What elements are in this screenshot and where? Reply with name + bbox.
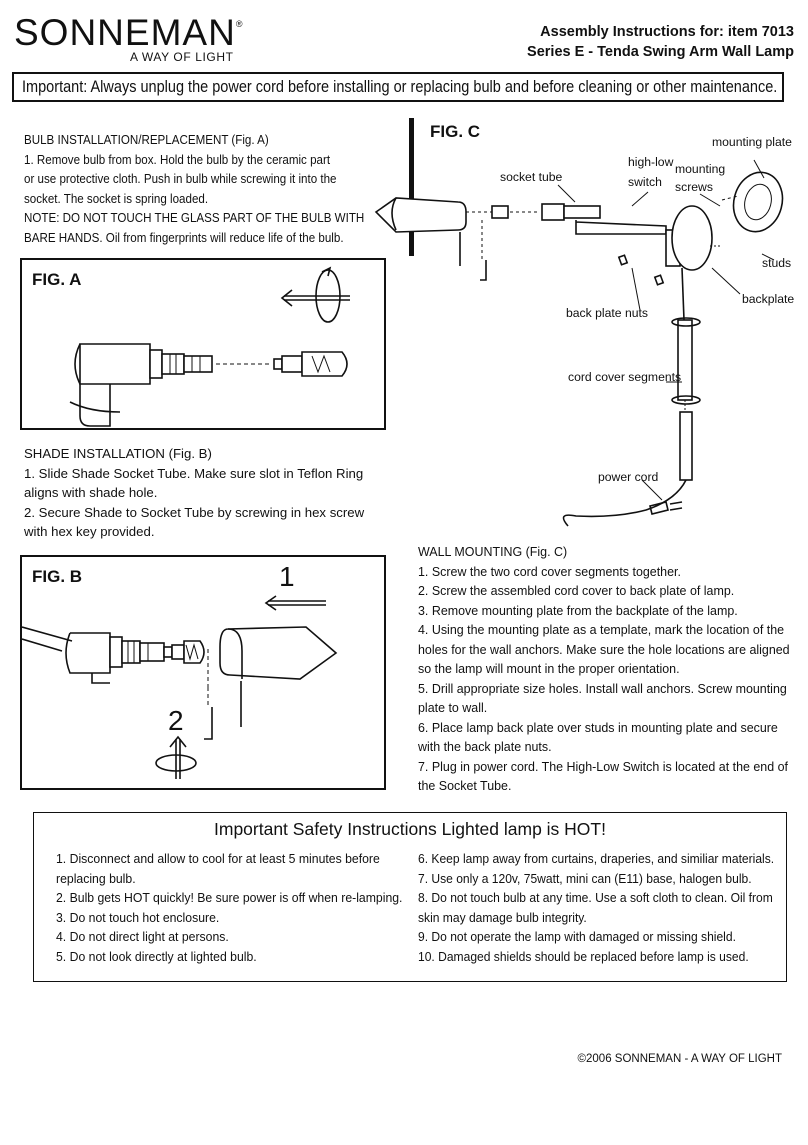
callout-mounting-plate: mounting plate — [712, 135, 792, 149]
wall-line: 3. Remove mounting plate from the backpl… — [418, 602, 738, 618]
fig-c-label: FIG. C — [430, 122, 481, 141]
wall-line: holes for the wall anchors. Make sure th… — [418, 641, 790, 657]
registered-mark: ® — [235, 19, 244, 29]
bulb-line: socket. The socket is spring loaded. — [24, 190, 209, 206]
safety-item: 1. Disconnect and allow to cool for at l… — [56, 851, 380, 866]
safety-item: 3. Do not touch hot enclosure. — [56, 909, 220, 925]
bulb-line: NOTE: DO NOT TOUCH THE GLASS PART OF THE… — [24, 210, 365, 225]
wall-line: 4. Using the mounting plate as a templat… — [418, 622, 785, 637]
fig-c-illustration — [374, 159, 784, 527]
callout-studs: studs — [762, 256, 792, 270]
wall-title: WALL MOUNTING (Fig. C) — [418, 544, 568, 559]
safety-item: 10. Damaged shields should be replaced b… — [418, 948, 749, 964]
shade-line: 1. Slide Shade Socket Tube. Make sure sl… — [24, 465, 364, 481]
safety-item: replacing bulb. — [56, 870, 136, 886]
wall-line: 5. Drill appropriate size holes. Install… — [418, 680, 787, 696]
step-1-number: 1 — [279, 561, 295, 592]
brand-tagline: A WAY OF LIGHT — [130, 50, 234, 64]
safety-box: Important Safety Instructions Lighted la… — [33, 812, 787, 982]
shade-line: aligns with shade hole. — [24, 485, 158, 500]
callout-mounting: mounting — [675, 162, 726, 176]
safety-item: skin may damage bulb integrity. — [418, 909, 587, 925]
wall-line: 1. Screw the two cord cover segments tog… — [418, 563, 681, 579]
wall-line: 6. Place lamp back plate over studs in m… — [418, 719, 778, 735]
safety-item: 7. Use only a 120v, 75watt, mini can (E1… — [418, 870, 752, 886]
bulb-instructions: BULB INSTALLATION/REPLACEMENT (Fig. A) 1… — [24, 130, 364, 247]
safety-item: 9. Do not operate the lamp with damaged … — [418, 929, 736, 944]
shade-instructions: SHADE INSTALLATION (Fig. B) 1. Slide Sha… — [24, 444, 364, 542]
safety-item: 5. Do not look directly at lighted bulb. — [56, 948, 257, 964]
slide-arrow-icon — [264, 595, 277, 611]
step-2-number: 2 — [168, 705, 184, 736]
callout-power-cord: power cord — [598, 470, 659, 484]
callout-screws: screws — [675, 180, 713, 194]
wall-line: plate to wall. — [418, 700, 488, 715]
safety-list-right: 6. Keep lamp away from curtains, draperi… — [418, 849, 774, 966]
callout-switch: switch — [628, 175, 662, 189]
wall-line: 7. Plug in power cord. The High-Low Swit… — [418, 758, 788, 774]
callout-cord-cover-segments: cord cover segments — [568, 370, 682, 384]
bulb-line: 1. Remove bulb from box. Hold the bulb b… — [24, 151, 331, 167]
safety-item: 6. Keep lamp away from curtains, draperi… — [418, 851, 775, 866]
fig-a-box: FIG. A — [20, 258, 386, 430]
safety-list-left: 1. Disconnect and allow to cool for at l… — [56, 849, 402, 966]
fig-a-illustration — [69, 266, 350, 427]
wall-line: so the lamp will mount in the proper ori… — [418, 661, 680, 676]
brand-logo: SONNEMAN® — [14, 14, 243, 51]
bulb-line: BARE HANDS. Oil from fingerprints will r… — [24, 229, 344, 245]
column-divider — [409, 118, 414, 256]
wall-line: the Socket Tube. — [418, 778, 512, 793]
bulb-title: BULB INSTALLATION/REPLACEMENT (Fig. A) — [24, 132, 269, 147]
wall-line: with the back plate nuts. — [418, 739, 552, 754]
brand-name: SONNEMAN — [14, 12, 236, 53]
bulb-line: or use protective cloth. Push in bulb wh… — [24, 171, 337, 186]
shade-line: with hex key provided. — [24, 524, 155, 539]
safety-title: Important Safety Instructions Lighted la… — [214, 819, 606, 839]
safety-item: 2. Bulb gets HOT quickly! Be sure power … — [56, 890, 403, 905]
wall-mounting-instructions: WALL MOUNTING (Fig. C) 1. Screw the two … — [418, 542, 790, 796]
safety-item: 8. Do not touch bulb at any time. Use a … — [418, 890, 773, 905]
safety-item: 4. Do not direct light at persons. — [56, 929, 229, 944]
header-title: Assembly Instructions for: item 7013 — [540, 24, 794, 40]
callout-socket-tube: socket tube — [500, 170, 563, 184]
warning-banner: Important: Always unplug the power cord … — [12, 72, 784, 102]
fig-b-label: FIG. B — [32, 567, 83, 586]
header-subtitle: Series E - Tenda Swing Arm Wall Lamp — [527, 44, 794, 60]
shade-line: 2. Secure Shade to Socket Tube by screwi… — [24, 504, 365, 520]
hex-key-icon — [204, 707, 213, 740]
wall-line: 2. Screw the assembled cord cover to bac… — [418, 583, 735, 598]
callout-high-low: high-low — [628, 155, 674, 169]
fig-b-box: FIG. B 1 2 — [20, 555, 386, 790]
fig-b-illustration — [22, 595, 338, 779]
shade-title: SHADE INSTALLATION (Fig. B) — [24, 446, 212, 461]
callout-backplate: backplate — [742, 292, 795, 306]
footer-copyright: ©2006 SONNEMAN - A WAY OF LIGHT — [577, 1053, 782, 1065]
callout-back-plate-nuts: back plate nuts — [566, 306, 648, 320]
fig-a-label: FIG. A — [32, 270, 82, 289]
